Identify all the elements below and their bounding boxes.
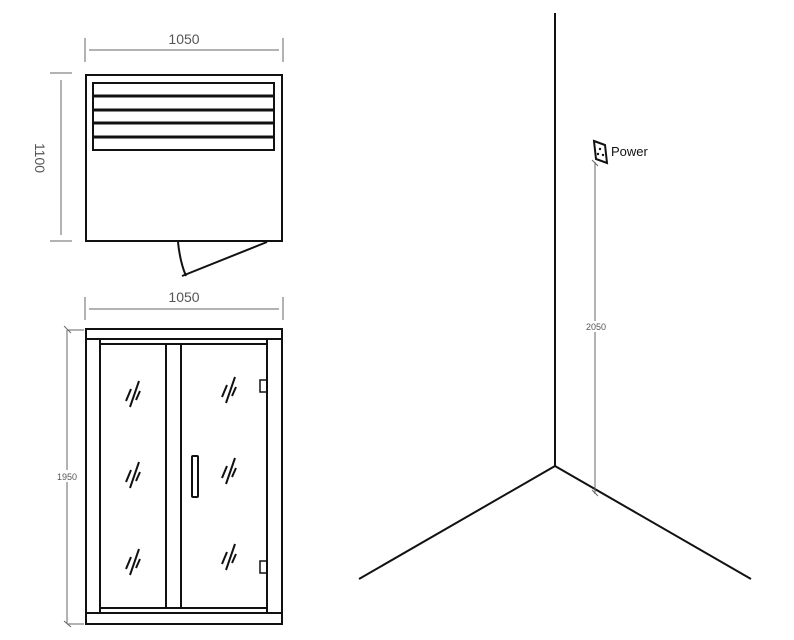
room-corner (358, 13, 752, 580)
front-view: 1050 1950 (56, 289, 284, 628)
outlet-height-label-bg (585, 321, 607, 332)
bench-slats (92, 82, 275, 151)
front-height-label: 1950 (57, 472, 77, 482)
outlet-label: Power (611, 144, 649, 159)
door-handle (191, 455, 199, 498)
top-cabin-outline (85, 74, 283, 242)
glass-panels (100, 343, 267, 609)
power-outlet-icon (592, 139, 609, 165)
outlet-height-label: 2050 (586, 322, 606, 332)
top-width-label: 1050 (168, 31, 199, 47)
door-hinge-bottom (259, 560, 268, 574)
top-depth-label: 1100 (32, 143, 48, 173)
door-swing (177, 241, 268, 277)
top-depth-dimension (50, 72, 72, 242)
front-height-label-bg (56, 470, 78, 482)
top-view: 1050 1100 (32, 31, 284, 277)
front-width-label: 1050 (168, 289, 199, 305)
glass-glare-marks (125, 376, 237, 576)
front-frame (85, 328, 283, 625)
front-width-dimension (84, 297, 284, 320)
door-hinge-top (259, 379, 268, 393)
top-width-dimension (84, 38, 284, 62)
installation-view: 2050 Power (358, 13, 752, 580)
